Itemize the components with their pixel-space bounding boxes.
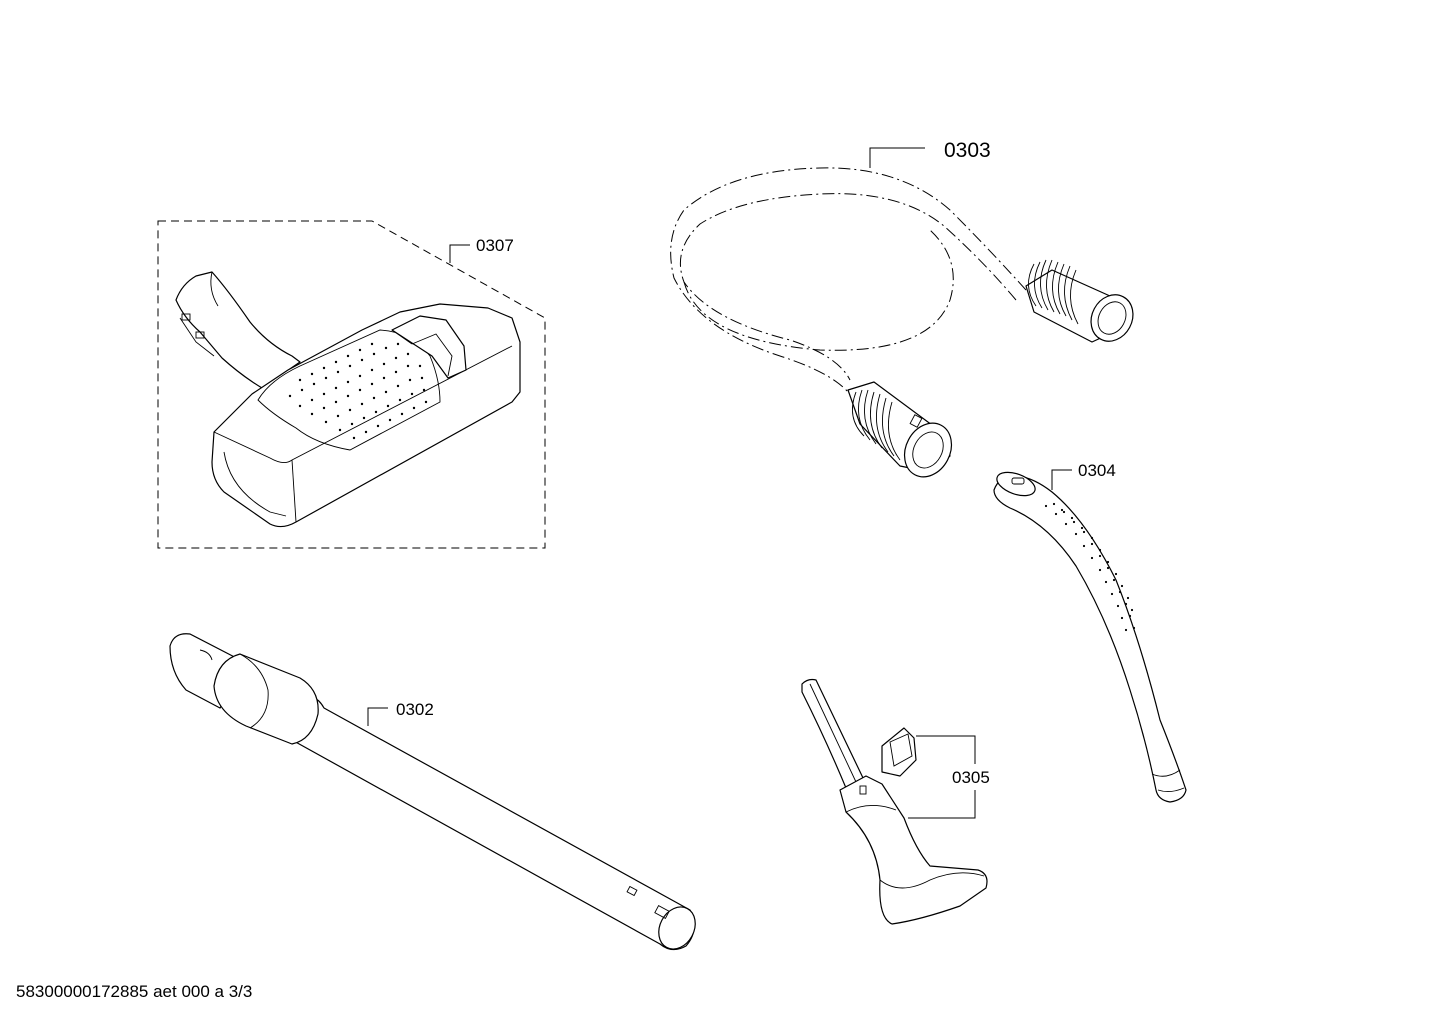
floor-nozzle-group-outline xyxy=(157,220,546,549)
part-label-0304: 0304 xyxy=(1078,461,1116,480)
crevice-tool-part xyxy=(801,678,988,925)
hose-corrugation-lower xyxy=(851,389,901,461)
label-0302: 0302 xyxy=(367,700,434,726)
part-label-0303: 0303 xyxy=(944,139,991,162)
label-0303: 0303 xyxy=(869,139,991,168)
part-label-0305: 0305 xyxy=(952,768,990,787)
part-label-0302: 0302 xyxy=(396,700,434,719)
handle-grip-dots xyxy=(1044,502,1136,632)
label-0304: 0304 xyxy=(1051,461,1116,490)
nozzle-perforation xyxy=(288,342,428,440)
curved-handle-part xyxy=(993,471,1187,803)
suction-hose-part xyxy=(670,167,1134,478)
telescopic-tube-part xyxy=(169,633,696,951)
part-label-0307: 0307 xyxy=(476,236,514,255)
label-0305: 0305 xyxy=(908,735,990,819)
label-0307: 0307 xyxy=(449,236,514,263)
hose-corrugation-upper xyxy=(1028,259,1079,325)
drawing-reference-footer: 58300000172885 aet 000 a 3/3 xyxy=(16,982,253,1001)
floor-nozzle-part xyxy=(157,220,546,549)
